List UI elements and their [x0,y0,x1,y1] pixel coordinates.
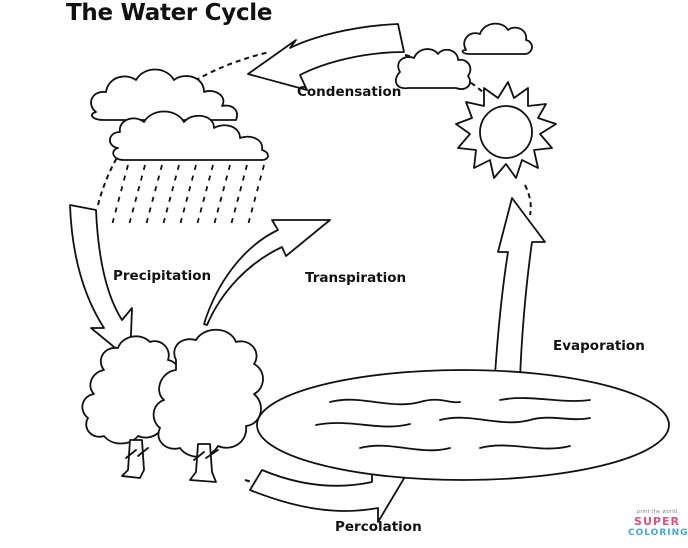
watermark-line1: print the world [636,509,678,515]
condensation-arrow [247,23,405,91]
cloud-near-sun [394,48,472,90]
small-cloud-top [461,22,533,55]
rain-cloud [90,68,269,161]
watermark-line3: COLORING [628,528,688,538]
page-title: The Water Cycle [66,0,273,26]
trees [81,328,264,483]
transpiration-label: Transpiration [305,270,407,286]
condensation-label: Condensation [297,84,402,100]
cycle-path-right [524,184,532,216]
watermark-line2: SUPER [634,515,680,528]
evaporation-label: Evaporation [553,338,645,354]
transpiration-arrow [203,219,331,326]
watermark-logo: print the world SUPER COLORING [628,509,688,545]
rain-streaks [111,164,265,226]
lake [256,369,670,481]
sun [455,81,557,179]
precipitation-label: Precipitation [113,268,212,284]
evaporation-arrow [494,197,546,379]
percolation-label: Percolation [335,519,422,535]
